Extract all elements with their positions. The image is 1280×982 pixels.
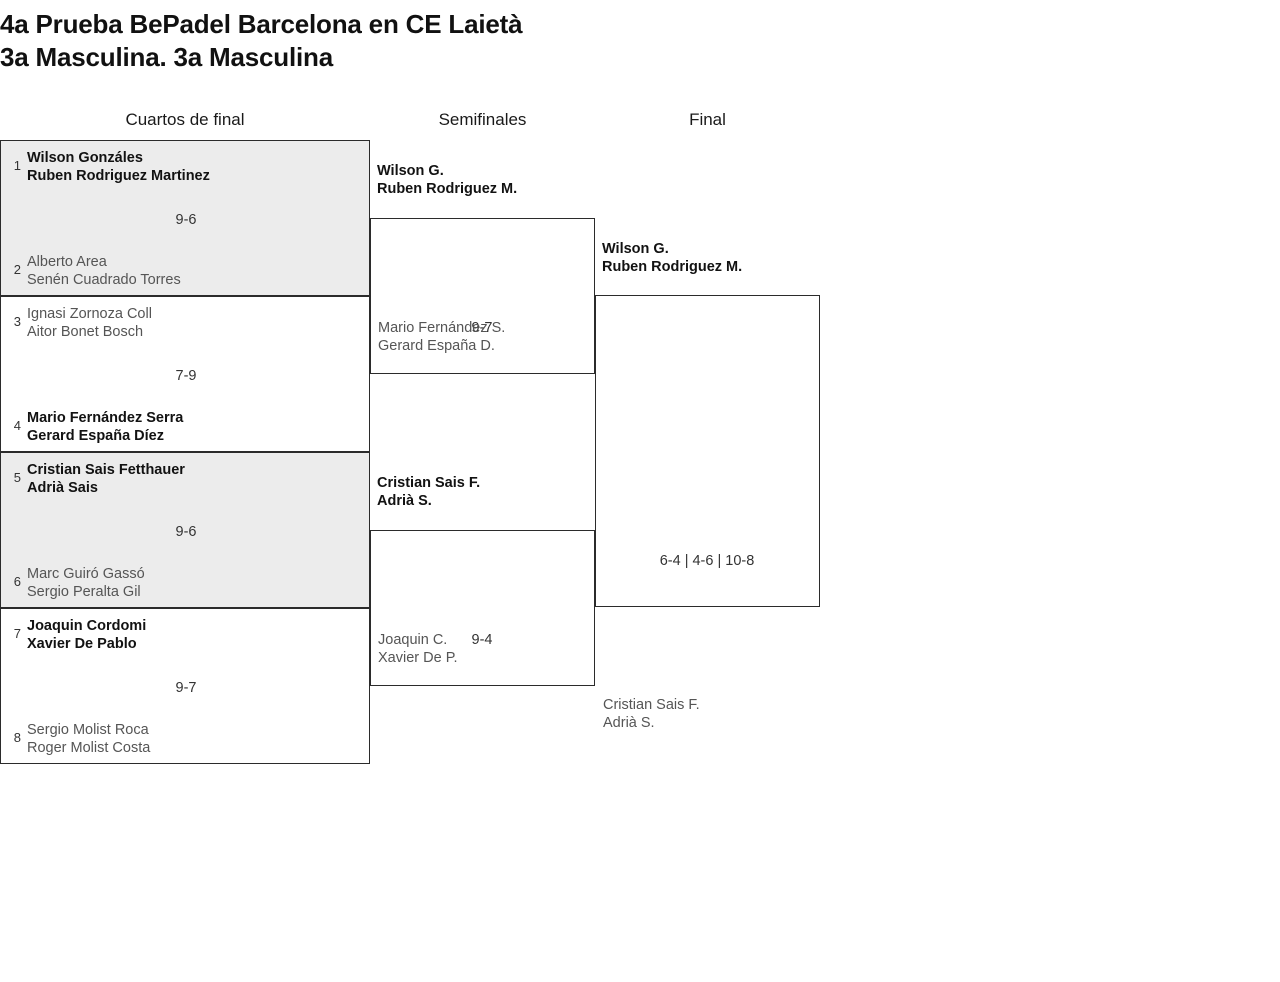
player-name: Joaquin Cordomi bbox=[27, 618, 147, 634]
player-name: Mario Fernández Serra bbox=[27, 410, 184, 426]
match-score: 9-7 bbox=[471, 320, 493, 336]
tournament-bracket: 1 Wilson Gonzáles Ruben Rodriguez Martin… bbox=[0, 140, 900, 780]
team-quarterfinal-1-top: Wilson Gonzáles Ruben Rodriguez Martinez bbox=[27, 149, 210, 185]
team-quarterfinal-2-top: Ignasi Zornoza Coll Aitor Bonet Bosch bbox=[27, 305, 152, 341]
team-final-champion: Wilson G. Ruben Rodriguez M. bbox=[602, 240, 742, 276]
player-name: Adrià Sais bbox=[27, 480, 98, 496]
player-name: Cristian Sais Fetthauer bbox=[27, 462, 185, 478]
player-name: Wilson G. bbox=[602, 241, 669, 257]
team-quarterfinal-3-top: Cristian Sais Fetthauer Adrià Sais bbox=[27, 461, 185, 497]
player-name: Cristian Sais F. bbox=[377, 475, 481, 491]
player-name: Adrià S. bbox=[377, 493, 432, 509]
player-name: Cristian Sais F. bbox=[603, 697, 700, 713]
match-score: 9-6 bbox=[175, 524, 197, 540]
match-score: 6-4 | 4-6 | 10-8 bbox=[659, 553, 755, 569]
player-name: Aitor Bonet Bosch bbox=[27, 324, 144, 340]
round-header-semifinals: Semifinales bbox=[438, 110, 527, 129]
team-quarterfinal-4-bottom: Sergio Molist Roca Roger Molist Costa bbox=[27, 721, 150, 757]
team-final-runner-up: Cristian Sais F. Adrià S. bbox=[603, 696, 700, 732]
seed-number: 3 bbox=[13, 314, 21, 329]
round-header-final: Final bbox=[689, 110, 726, 129]
player-name: Marc Guiró Gassó bbox=[27, 566, 145, 582]
match-score: 9-7 bbox=[175, 680, 197, 696]
round-header-quarterfinals: Cuartos de final bbox=[125, 110, 245, 129]
player-name: Xavier De P. bbox=[378, 650, 458, 666]
team-semifinal-1-bottom: Mario Fernández S. Gerard España D. bbox=[378, 319, 505, 355]
match-score: 9-6 bbox=[175, 212, 197, 228]
team-quarterfinal-1-bottom: Alberto Area Senén Cuadrado Torres bbox=[27, 253, 181, 289]
player-name: Joaquin C. bbox=[378, 632, 448, 648]
team-semifinal-2-bottom: Joaquin C. Xavier De P. bbox=[378, 631, 458, 667]
seed-number: 7 bbox=[13, 626, 21, 641]
player-name: Gerard España D. bbox=[378, 338, 495, 354]
match-quarterfinal-2[interactable]: 3 Ignasi Zornoza Coll Aitor Bonet Bosch … bbox=[0, 296, 370, 452]
player-name: Wilson G. bbox=[377, 163, 444, 179]
player-name: Gerard España Díez bbox=[27, 428, 164, 444]
player-name: Ignasi Zornoza Coll bbox=[27, 306, 152, 322]
team-quarterfinal-3-bottom: Marc Guiró Gassó Sergio Peralta Gil bbox=[27, 565, 145, 601]
team-quarterfinal-2-bottom: Mario Fernández Serra Gerard España Díez bbox=[27, 409, 183, 445]
seed-number: 2 bbox=[13, 262, 21, 277]
player-name: Mario Fernández S. bbox=[378, 320, 506, 336]
match-score: 9-4 bbox=[471, 632, 493, 648]
player-name: Adrià S. bbox=[603, 715, 655, 731]
match-score: 7-9 bbox=[175, 368, 197, 384]
player-name: Ruben Rodriguez M. bbox=[377, 181, 518, 197]
player-name: Xavier De Pablo bbox=[27, 636, 137, 652]
match-quarterfinal-3[interactable]: 5 Cristian Sais Fetthauer Adrià Sais 9-6… bbox=[0, 452, 370, 608]
player-name: Ruben Rodriguez M. bbox=[602, 259, 743, 275]
page-title: 4a Prueba BePadel Barcelona en CE Laietà… bbox=[0, 8, 1000, 74]
player-name: Senén Cuadrado Torres bbox=[27, 272, 181, 288]
seed-number: 8 bbox=[13, 730, 21, 745]
player-name: Ruben Rodriguez Martinez bbox=[27, 168, 210, 184]
team-semifinal-2-top: Cristian Sais F. Adrià S. bbox=[377, 474, 480, 510]
match-final[interactable]: 6-4 | 4-6 | 10-8 Cristian Sais F. Adrià … bbox=[595, 295, 820, 731]
tournament-name: 4a Prueba BePadel Barcelona en CE Laietà bbox=[0, 9, 523, 39]
team-quarterfinal-4-top: Joaquin Cordomi Xavier De Pablo bbox=[27, 617, 146, 653]
team-semifinal-1-top: Wilson G. Ruben Rodriguez M. bbox=[377, 162, 517, 198]
seed-number: 5 bbox=[13, 470, 21, 485]
match-quarterfinal-1[interactable]: 1 Wilson Gonzáles Ruben Rodriguez Martin… bbox=[0, 140, 370, 296]
seed-number: 6 bbox=[13, 574, 21, 589]
match-semifinal-1[interactable]: 9-7 Mario Fernández S. Gerard España D. bbox=[370, 218, 595, 374]
player-name: Wilson Gonzáles bbox=[27, 150, 143, 166]
tournament-category: 3a Masculina. 3a Masculina bbox=[0, 42, 333, 72]
player-name: Alberto Area bbox=[27, 254, 107, 270]
player-name: Sergio Molist Roca bbox=[27, 722, 149, 738]
player-name: Roger Molist Costa bbox=[27, 740, 151, 756]
seed-number: 1 bbox=[13, 158, 21, 173]
player-name: Sergio Peralta Gil bbox=[27, 584, 141, 600]
match-semifinal-2[interactable]: 9-4 Joaquin C. Xavier De P. bbox=[370, 530, 595, 686]
seed-number: 4 bbox=[13, 418, 21, 433]
match-quarterfinal-4[interactable]: 7 Joaquin Cordomi Xavier De Pablo 9-7 8 … bbox=[0, 608, 370, 764]
